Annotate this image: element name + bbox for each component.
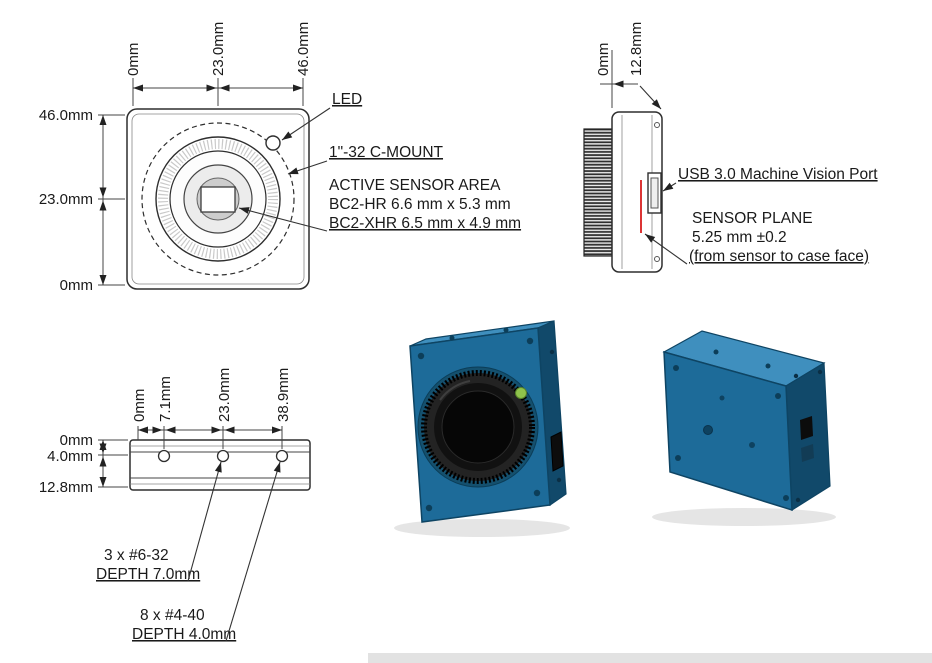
lens-knurl	[421, 370, 535, 484]
dimension-label: 12.8mm	[628, 22, 645, 76]
leader-line	[662, 182, 677, 192]
lens-opening	[441, 390, 515, 464]
camera-body-side-outline	[611, 111, 663, 273]
front-view-callouts: LED 1"-32 C-MOUNT ACTIVE SENSOR AREA BC2…	[238, 91, 521, 232]
camera-rear-face	[663, 350, 793, 512]
dimension-label: 0mm	[60, 432, 93, 449]
bottom-view-callouts: 3 x #6-32 DEPTH 7.0mm 8 x #4-40 DEPTH 4.…	[96, 461, 281, 643]
screw	[795, 497, 801, 503]
leader-line	[281, 107, 331, 141]
screw	[783, 495, 789, 501]
front-top-dimension: 0mm 23.0mm 46.0mm	[125, 22, 312, 106]
led-indicator-circle	[265, 135, 281, 151]
led-callout-label: LED	[332, 91, 362, 108]
dimension-label: 0mm	[60, 277, 93, 294]
cmount-thread-dashed-circle	[141, 122, 295, 276]
screw	[533, 489, 541, 497]
screw-note1-line1: 3 x #6-32	[104, 547, 169, 564]
leader-line	[644, 233, 688, 265]
front-left-dimension: 46.0mm 23.0mm 0mm	[39, 107, 125, 294]
dimension-label: 46.0mm	[39, 107, 93, 124]
sensor-area-callout-line3: BC2-XHR 6.5 mm x 4.9 mm	[329, 215, 521, 232]
bottom-top-dimension: 0mm 7.1mm 23.0mm 38.9mm	[131, 368, 292, 449]
usb-port-callout-label: USB 3.0 Machine Vision Port	[678, 166, 878, 183]
dimension-label: 0mm	[595, 43, 612, 76]
camera-body-front-chamfer	[131, 113, 305, 285]
bottom-view: 0mm 7.1mm 23.0mm 38.9mm 0mm 4.0mm 12.8mm…	[39, 368, 311, 643]
screw	[503, 327, 509, 333]
side-top-dimension: 0mm 12.8mm	[595, 22, 662, 110]
screw	[793, 373, 799, 379]
render-shadow	[652, 508, 836, 526]
screw	[817, 369, 823, 375]
sensor-plane-callout-line3: (from sensor to case face)	[689, 248, 869, 265]
dimension-label: 23.0mm	[216, 368, 233, 422]
screw	[765, 363, 771, 369]
lens-highlight	[439, 380, 471, 401]
lens-thread-barrel	[583, 128, 613, 257]
screw-hole	[654, 256, 660, 262]
bottom-left-dimension: 0mm 4.0mm 12.8mm	[39, 432, 128, 496]
screw	[556, 477, 562, 483]
usb-connector-inner	[650, 177, 659, 209]
mounting-hole	[275, 449, 289, 463]
leader-line	[238, 207, 328, 232]
screw	[417, 352, 425, 360]
rear-hole	[749, 442, 755, 448]
screw	[449, 335, 455, 341]
leader-line	[639, 85, 662, 110]
screw-hole	[654, 122, 660, 128]
leader-line	[225, 461, 281, 642]
dimension-label: 0mm	[125, 43, 142, 76]
dimension-label: 38.9mm	[275, 368, 292, 422]
usb-port-3d	[550, 431, 564, 472]
table-shadow-band	[368, 653, 932, 663]
side-view: 0mm 12.8mm USB 3.0 Machine Vision Port S…	[583, 22, 878, 273]
render-shadow	[394, 519, 570, 537]
screw-note2-line1: 8 x #4-40	[140, 607, 205, 624]
lens-mount-knurl-ring	[158, 139, 278, 259]
cmount-callout-label: 1"-32 C-MOUNT	[329, 144, 444, 161]
screw	[425, 504, 433, 512]
mounting-hole	[216, 449, 230, 463]
screw	[526, 337, 534, 345]
screw-note2-line2: DEPTH 4.0mm	[132, 626, 236, 643]
sensor-area-callout-line2: BC2-HR 6.6 mm x 5.3 mm	[329, 196, 511, 213]
leader-line	[187, 461, 222, 582]
screw	[713, 349, 719, 355]
screw	[673, 365, 679, 371]
front-view: 0mm 23.0mm 46.0mm 46.0mm 23.0mm 0mm LED …	[39, 22, 521, 294]
sensor-area-callout-line1: ACTIVE SENSOR AREA	[329, 177, 501, 194]
screw	[549, 349, 555, 355]
screw	[775, 393, 781, 399]
leader-line	[287, 160, 328, 175]
rear-hole	[703, 425, 713, 435]
side-connector-slot	[800, 416, 813, 440]
screw	[675, 455, 681, 461]
dimension-label: 7.1mm	[157, 376, 174, 422]
dimension-label: 0mm	[131, 389, 148, 422]
rear-hole	[719, 395, 725, 401]
render-front-isometric	[394, 320, 570, 537]
dimension-label: 12.8mm	[39, 479, 93, 496]
dimension-label: 4.0mm	[47, 448, 93, 465]
mounting-hole	[157, 449, 171, 463]
dimension-label: 23.0mm	[39, 191, 93, 208]
render-rear-isometric	[652, 330, 836, 526]
dimension-label: 23.0mm	[210, 22, 227, 76]
screw-note1-line2: DEPTH 7.0mm	[96, 566, 200, 583]
active-sensor-area-rect	[200, 186, 236, 213]
side-view-callouts: USB 3.0 Machine Vision Port SENSOR PLANE…	[644, 166, 878, 265]
dimension-label: 46.0mm	[295, 22, 312, 76]
side-recess	[801, 444, 814, 462]
led-indicator	[515, 387, 527, 399]
sensor-plane-callout-line1: SENSOR PLANE	[692, 210, 813, 227]
sensor-plane-callout-line2: 5.25 mm ±0.2	[692, 229, 787, 246]
